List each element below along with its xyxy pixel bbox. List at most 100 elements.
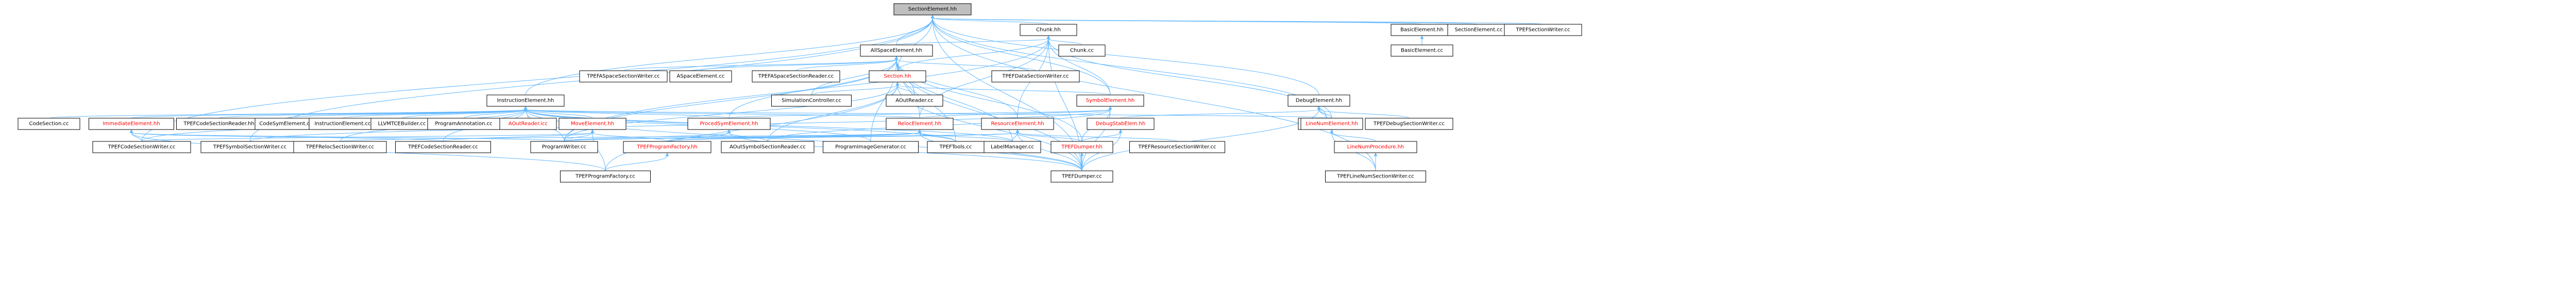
node-label: TPEFSymbolSectionWriter.cc — [213, 145, 286, 150]
node-allspaceelement-hh[interactable]: AllSpaceElement.hh — [860, 44, 933, 57]
node-label: DebugStabElem.hh — [1096, 121, 1145, 127]
node-tpefprogramfactory-cc[interactable]: TPEFProgramFactory.cc — [560, 170, 651, 183]
node-codesymelement-cc[interactable]: CodeSymElement.cc — [255, 118, 317, 130]
node-label: LabelManager.cc — [991, 145, 1034, 150]
node-tpefresourcesectionwriter-cc[interactable]: TPEFResourceSectionWriter.cc — [1129, 141, 1225, 153]
node-tpeflinenumsectionwriter-cc[interactable]: TPEFLineNumSectionWriter.cc — [1325, 170, 1426, 183]
node-section-hh[interactable]: Section.hh — [869, 70, 926, 83]
node-linenumelement-hh[interactable]: LineNumElement.hh — [1300, 118, 1363, 130]
node-aoutreader-cc[interactable]: AOutReader.cc — [886, 94, 943, 107]
include-edge — [1015, 129, 1082, 171]
node-instructionelement-cc[interactable]: InstructionElement.cc — [309, 118, 377, 130]
node-box — [823, 141, 919, 153]
node-label: SectionElement.hh — [908, 7, 957, 12]
node-label: ResourceElement.hh — [991, 121, 1044, 127]
node-tpeftools-cc[interactable]: TPEFTools.cc — [927, 141, 985, 153]
node-chunk-cc[interactable]: Chunk.cc — [1058, 44, 1106, 57]
node-label: DebugElement.hh — [1296, 98, 1342, 104]
node-llvmtcebuilder-cc[interactable]: LLVMTCEBuilder.cc — [370, 118, 433, 130]
node-tpefcodesectionreader-hh[interactable]: TPEFCodeSectionReader.hh — [176, 118, 262, 130]
node-box — [687, 118, 771, 130]
node-programwriter-cc[interactable]: ProgramWriter.cc — [530, 141, 598, 153]
node-sectionelement-hh[interactable]: SectionElement.hh — [893, 3, 972, 15]
node-box — [558, 118, 626, 130]
node-tpefcodesectionreader-cc[interactable]: TPEFCodeSectionReader.cc — [395, 141, 491, 153]
node-codesection-cc[interactable]: CodeSection.cc — [18, 118, 80, 130]
include-edge — [930, 14, 1319, 95]
node-label: Section.hh — [884, 74, 911, 79]
node-box — [1087, 118, 1155, 130]
node-label: ASpaceElement.cc — [677, 74, 725, 79]
include-edge — [141, 14, 935, 142]
node-box — [1504, 24, 1582, 36]
include-edge — [401, 106, 528, 119]
node-tpefcodesectionwriter-cc[interactable]: TPEFCodeSectionWriter.cc — [92, 141, 191, 153]
node-immediateelement-hh[interactable]: ImmediateElement.hh — [89, 118, 174, 130]
node-box — [395, 141, 491, 153]
include-edge — [919, 106, 1112, 119]
node-debugstabelem-hh[interactable]: DebugStabElem.hh — [1087, 118, 1155, 130]
node-tpefdebugsectionwriter-cc[interactable]: TPEFDebugSectionWriter.cc — [1365, 118, 1453, 130]
node-programimagegenerator-cc[interactable]: ProgramImageGenerator.cc — [823, 141, 919, 153]
node-label: ProgramWriter.cc — [542, 145, 586, 150]
include-edge — [667, 129, 731, 142]
include-edge — [523, 106, 920, 119]
node-sectionelement-cc[interactable]: SectionElement.cc — [1447, 24, 1510, 36]
node-label: ProgramImageGenerator.cc — [835, 145, 906, 150]
include-edge — [897, 14, 935, 71]
node-resourceelement-hh[interactable]: ResourceElement.hh — [981, 118, 1054, 130]
node-moveelement-hh[interactable]: MoveElement.hh — [558, 118, 626, 130]
node-box — [499, 118, 557, 130]
node-label: Chunk.hh — [1036, 27, 1061, 33]
node-symbolelement-hh[interactable]: SymbolElement.hh — [1076, 94, 1144, 107]
node-box — [1129, 141, 1225, 153]
node-label: TPEFRelocSectionWriter.cc — [306, 145, 374, 150]
node-label: TPEFCodeSectionReader.cc — [408, 145, 478, 150]
node-debugelement-hh[interactable]: DebugElement.hh — [1287, 94, 1350, 107]
include-edge — [1046, 35, 1111, 95]
node-label: TPEFTools.cc — [939, 145, 972, 150]
node-label: BasicElement.cc — [1401, 48, 1443, 54]
node-instructionelement-hh[interactable]: InstructionElement.hh — [486, 94, 565, 107]
node-label: CodeSection.cc — [29, 121, 69, 127]
node-label: AOutSymbolSectionReader.cc — [730, 145, 806, 150]
node-aspaceelement-cc[interactable]: ASpaceElement.cc — [669, 70, 732, 83]
include-edge — [897, 35, 1050, 71]
node-tpefprogramfactory-hh[interactable]: TPEFProgramFactory.hh — [623, 141, 711, 153]
node-tpefaspacesectionwriter-cc[interactable]: TPEFASpaceSectionWriter.cc — [579, 70, 668, 83]
node-tpefdumper-hh[interactable]: TPEFDumper.hh — [1050, 141, 1113, 153]
node-linenumprocedure-hh[interactable]: LineNumProcedure.hh — [1334, 141, 1417, 153]
include-edge — [340, 129, 922, 142]
include-edge — [1317, 106, 1410, 119]
node-procedsymelement-hh[interactable]: ProcedSymElement.hh — [687, 118, 771, 130]
node-box — [1058, 44, 1106, 57]
node-label: SectionElement.cc — [1455, 27, 1503, 33]
node-programannotation-cc[interactable]: ProgramAnnotation.cc — [427, 118, 500, 130]
node-tpefdumper-cc[interactable]: TPEFDumper.cc — [1050, 170, 1113, 183]
node-label: TPEFASpaceSectionWriter.cc — [586, 74, 660, 79]
node-tpefdatasectionwriter-cc[interactable]: TPEFDataSectionWriter.cc — [991, 70, 1080, 83]
node-chunk-hh[interactable]: Chunk.hh — [1020, 24, 1077, 36]
node-tpefsymbolsectionwriter-cc[interactable]: TPEFSymbolSectionWriter.cc — [200, 141, 299, 153]
node-simulationcontroller-cc[interactable]: SimulationController.cc — [771, 94, 852, 107]
node-aoutsymbolsectionreader-cc[interactable]: AOutSymbolSectionReader.cc — [721, 141, 815, 153]
include-edge — [700, 56, 899, 71]
node-box — [18, 118, 80, 130]
node-tpefrelocsectionwriter-cc[interactable]: TPEFRelocSectionWriter.cc — [293, 141, 387, 153]
node-box — [530, 141, 598, 153]
node-tpefsectionwriter-cc[interactable]: TPEFSectionWriter.cc — [1504, 24, 1582, 36]
node-labelmanager-cc[interactable]: LabelManager.cc — [984, 141, 1041, 153]
node-label: TPEFDumper.cc — [1061, 174, 1102, 180]
node-basicelement-cc[interactable]: BasicElement.cc — [1391, 44, 1453, 57]
node-relocelement-hh[interactable]: RelocElement.hh — [886, 118, 954, 130]
node-label: BasicElement.hh — [1400, 27, 1444, 33]
include-edge — [1330, 129, 1376, 142]
node-tpefaspacesectionreader-cc[interactable]: TPEFASpaceSectionReader.cc — [752, 70, 840, 83]
include-edge — [918, 129, 956, 142]
node-basicelement-hh[interactable]: BasicElement.hh — [1391, 24, 1453, 36]
node-label: CodeSymElement.cc — [259, 121, 312, 127]
node-aoutreader-icc[interactable]: AOutReader.icc — [499, 118, 557, 130]
include-edge — [141, 129, 595, 142]
node-box — [669, 70, 732, 83]
include-edge — [795, 56, 899, 71]
